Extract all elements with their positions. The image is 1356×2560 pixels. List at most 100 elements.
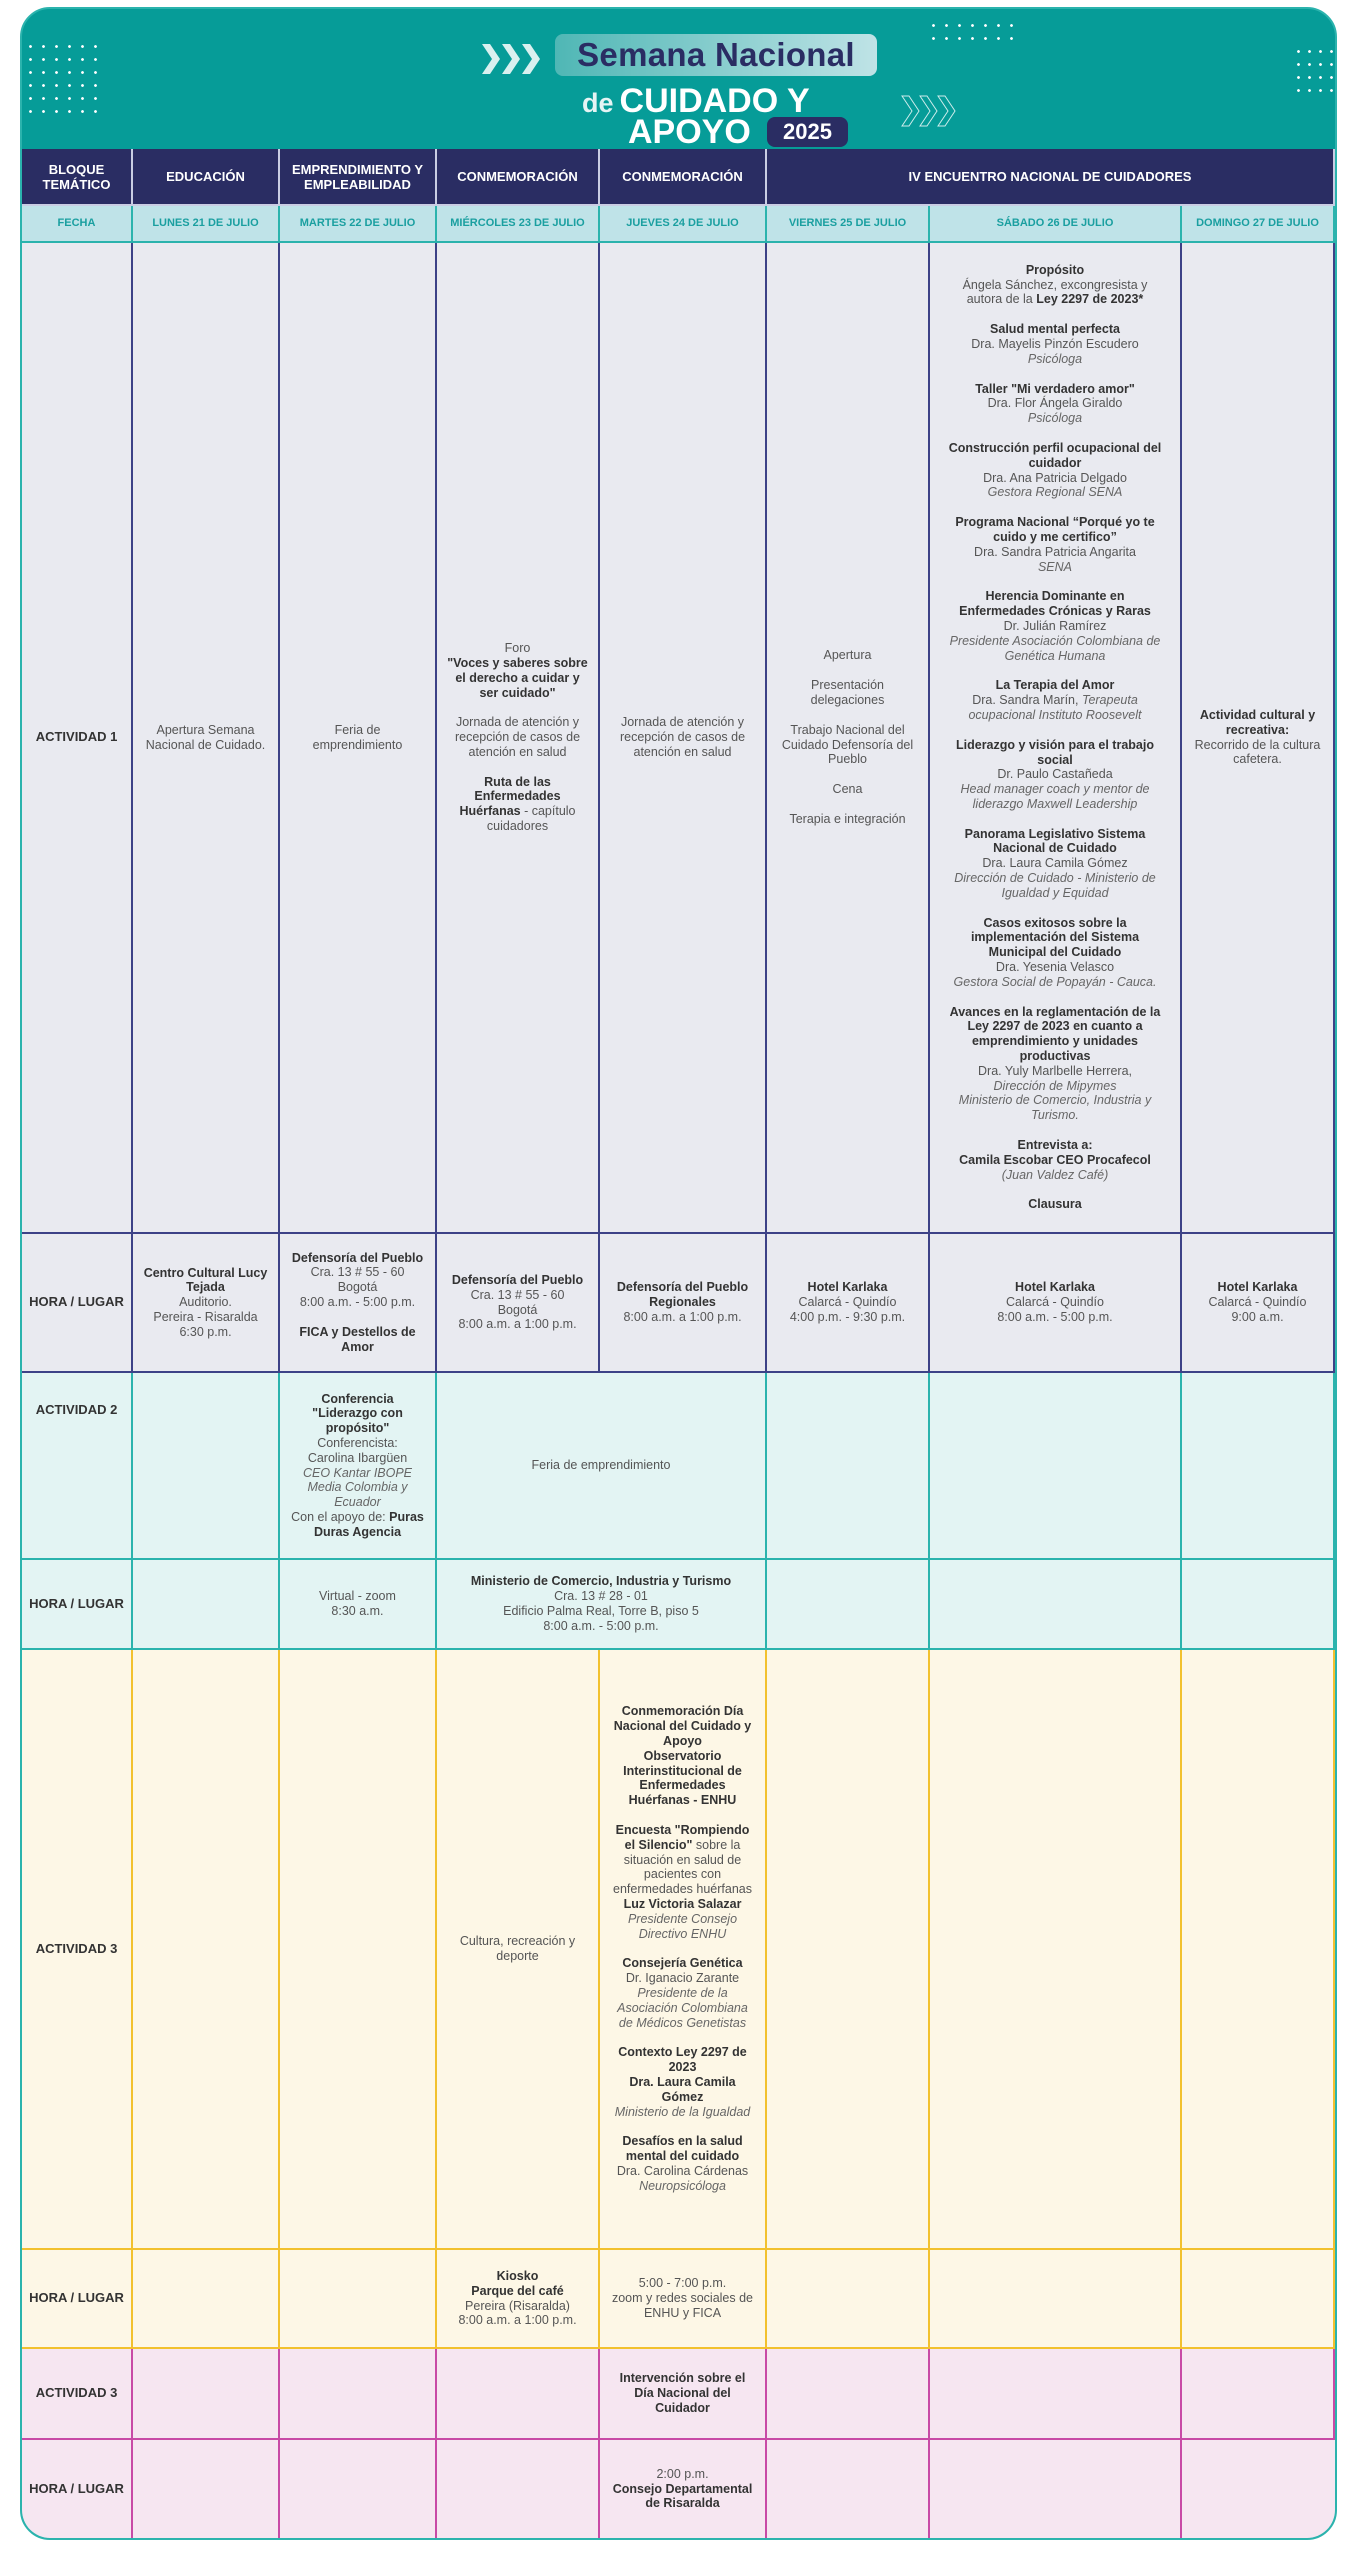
cell-line: Hotel Karlaka <box>1209 1280 1307 1295</box>
cell-line: Hotel Karlaka <box>997 1280 1112 1295</box>
text: Dr. Julián Ramírez <box>1003 618 1107 633</box>
cell-line: Salud mental perfecta <box>971 322 1138 337</box>
empty-cell <box>930 2250 1182 2349</box>
cell-line: Dra. Sandra Marín, Terapeuta ocupacional… <box>944 693 1166 723</box>
text: Trabajo Nacional del Cuidado Defensoría … <box>781 722 914 767</box>
cell-line: Calarcá - Quindío <box>790 1295 905 1310</box>
bold-text: Herencia Dominante en Enfermedades Cróni… <box>959 589 1151 619</box>
italic-text: Presidente Consejo Directivo ENHU <box>627 1911 738 1941</box>
empty-cell <box>133 2349 280 2440</box>
cell-line: Psicóloga <box>975 411 1135 426</box>
empty-cell <box>280 2349 437 2440</box>
cell-paragraph: Foro"Voces y saberes sobre el derecho a … <box>447 641 588 700</box>
schedule-cell: 2:00 p.m.Consejo Departamental de Risara… <box>600 2440 767 2538</box>
cell-line: Kiosko <box>458 2269 576 2284</box>
cell-line: Feria de emprendimiento <box>532 1458 671 1473</box>
row-label: ACTIVIDAD 2 <box>22 1373 133 1560</box>
bold-text: Defensoría del Pueblo <box>291 1250 424 1265</box>
cell-paragraph: Terapia e integración <box>789 812 905 827</box>
italic-text: Psicóloga <box>1027 411 1083 426</box>
cell-line: Consejo Departamental de Risaralda <box>610 2482 755 2512</box>
cell-paragraph: Apertura Semana Nacional de Cuidado. <box>143 723 268 753</box>
cell-paragraph: Avances en la reglamentación de la Ley 2… <box>944 1005 1166 1123</box>
cell-line: Recorrido de la cultura cafetera. <box>1192 738 1323 768</box>
empty-cell <box>1182 1650 1335 2250</box>
bold-text: Conmemoración Día Nacional del Cuidado y… <box>613 1704 752 1749</box>
text: Cultura, recreación y deporte <box>459 1934 576 1963</box>
cell-paragraph: Clausura <box>1028 1197 1082 1212</box>
cell-line: zoom y redes sociales de ENHU y FICA <box>610 2291 755 2321</box>
bold-text: Construcción perfil ocupacional del cuid… <box>948 440 1162 470</box>
cell-paragraph: Taller "Mi verdadero amor"Dra. Flor Ánge… <box>975 382 1135 426</box>
cell-paragraph: Entrevista a:Camila Escobar CEO Procafec… <box>959 1138 1151 1182</box>
bold-text: Clausura <box>1028 1197 1082 1212</box>
text: Calarcá - Quindío <box>1208 1295 1307 1310</box>
cell-line: Conmemoración Día Nacional del Cuidado y… <box>610 1704 755 1748</box>
row-label-text: HORA / LUGAR <box>29 1294 124 1310</box>
bold-text: Camila Escobar CEO Procafecol <box>959 1152 1151 1167</box>
cell-line: Dr. Paulo Castañeda <box>944 767 1166 782</box>
schedule-cell: Intervención sobre el Día Nacional del C… <box>600 2349 767 2440</box>
cell-line: Actividad cultural y recreativa: <box>1192 708 1323 738</box>
empty-cell <box>767 2349 930 2440</box>
text: Cra. 13 # 55 - 60 <box>470 1287 565 1302</box>
text: Calarcá - Quindío <box>798 1295 897 1310</box>
italic-text: Head manager coach y mentor de liderazgo… <box>960 782 1150 811</box>
cell-line: Head manager coach y mentor de liderazgo… <box>944 782 1166 812</box>
cell-line: SENA <box>944 560 1166 575</box>
cell-line: Entrevista a: <box>959 1138 1151 1153</box>
bold-text: Actividad cultural y recreativa: <box>1199 707 1316 737</box>
theme-label: EMPRENDIMIENTO Y EMPLEABILIDAD <box>292 161 423 192</box>
cell-line: Virtual - zoom <box>319 1589 396 1604</box>
theme-label: CONMEMORACIÓN <box>457 169 578 184</box>
cell-line: Cra. 13 # 55 - 60 <box>452 1288 583 1303</box>
bold-text: Kiosko <box>496 2268 539 2283</box>
date-label: JUEVES 24 DE JULIO <box>626 217 739 230</box>
cell-line: Presentación delegaciones <box>777 678 918 708</box>
bold-text: La Terapia del Amor <box>995 678 1115 693</box>
schedule-cell: Conmemoración Día Nacional del Cuidado y… <box>600 1650 767 2250</box>
dot-pattern-decoration <box>24 40 102 116</box>
text: Bogotá <box>337 1280 378 1295</box>
bold-text: "Voces y saberes sobre el derecho a cuid… <box>447 655 588 700</box>
cell-paragraph: Encuesta "Rompiendo el Silencio" sobre l… <box>610 1823 755 1941</box>
title-pill: Semana Nacional <box>555 34 877 76</box>
theme-header: EDUCACIÓN <box>133 149 280 206</box>
cell-line: Gestora Social de Popayán - Cauca. <box>944 975 1166 990</box>
date-header: SÁBADO 26 DE JULIO <box>930 206 1182 243</box>
text: 8:00 a.m. a 1:00 p.m. <box>458 2313 577 2328</box>
date-header: MIÉRCOLES 23 DE JULIO <box>437 206 600 243</box>
italic-text: Dirección de Cuidado - Ministerio de Igu… <box>954 871 1156 900</box>
empty-cell <box>767 2440 930 2538</box>
cell-line: 8:00 a.m. - 5:00 p.m. <box>292 1295 423 1310</box>
cell-paragraph: Construcción perfil ocupacional del cuid… <box>944 441 1166 500</box>
empty-cell <box>930 1650 1182 2250</box>
cell-line: Dra. Sandra Patricia Angarita <box>944 545 1166 560</box>
cell-paragraph: Intervención sobre el Día Nacional del C… <box>610 2371 755 2415</box>
cell-line: 2:00 p.m. <box>610 2467 755 2482</box>
cell-line: Apertura <box>824 648 872 663</box>
date-label: MARTES 22 DE JULIO <box>299 217 416 230</box>
cell-line: 8:00 a.m. a 1:00 p.m. <box>458 2313 576 2328</box>
bold-text: Desafíos en la salud mental del cuidado <box>622 2134 743 2164</box>
text: Foro <box>504 641 531 656</box>
schedule-cell: Jornada de atención y recepción de casos… <box>600 243 767 1234</box>
cell-paragraph: Jornada de atención y recepción de casos… <box>610 715 755 759</box>
bold-text: Conferencia "Liderazgo con propósito" <box>312 1391 403 1436</box>
cell-line: CEO Kantar IBOPE Media Colombia y Ecuado… <box>290 1466 425 1510</box>
bold-text: Hotel Karlaka <box>1015 1280 1095 1295</box>
text: 6:30 p.m. <box>179 1324 232 1339</box>
cell-line: Dra. Laura Camila Gómez <box>944 856 1166 871</box>
cell-line: Dra. Yuly Marlbelle Herrera, <box>944 1064 1166 1079</box>
bold-text: Propósito <box>1025 262 1085 277</box>
empty-cell <box>1182 1560 1335 1650</box>
bold-text: Avances en la reglamentación de la Ley 2… <box>949 1004 1161 1064</box>
